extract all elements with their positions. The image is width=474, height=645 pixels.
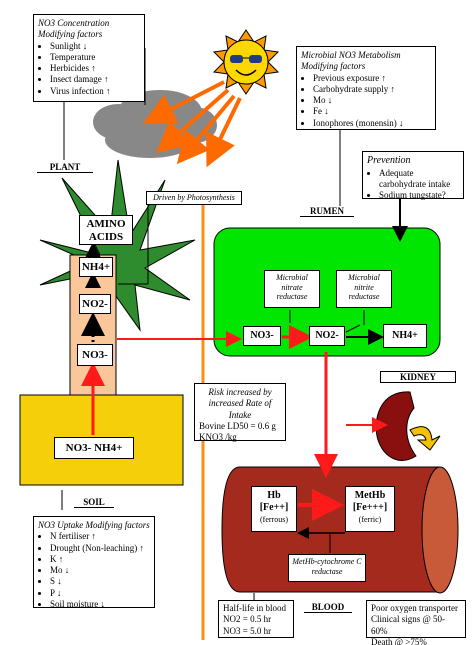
rumen-no3-box: NO3- <box>243 326 281 346</box>
methb-fe-label: [Fe+++] <box>352 502 388 513</box>
halflife-box: Half-life in blood NO2 = 0.5 hr NO3 = 5.… <box>218 600 294 638</box>
oxygen-transport-box: Poor oxygen transporter Clinical signs @… <box>366 600 466 645</box>
plant-nh4-box: NH4+ <box>79 257 113 277</box>
risk-line2: KNO3 /kg <box>199 432 237 442</box>
plant-label: PLANT <box>37 162 93 173</box>
nitrite-reductase-pointer <box>345 324 361 333</box>
halflife-line1: NO2 = 0.5 hr <box>223 614 272 625</box>
soil-factors-title: NO3 Uptake Modifying factors <box>38 520 150 530</box>
microbial-factor-item: Previous exposure ↑ <box>313 73 431 84</box>
plant-no2-box: NO2- <box>79 294 111 314</box>
soil-factors-box: NO3 Uptake Modifying factors N fertilise… <box>33 516 155 610</box>
prevention-title: Prevention <box>367 155 411 166</box>
kidney-icon <box>375 391 441 461</box>
hb-fe-label: [Fe++] <box>259 502 289 513</box>
hb-label: Hb <box>267 490 281 501</box>
soil-factor-item: S ↓ <box>50 576 150 587</box>
microbial-factor-item: Ionophores (monensin) ↓ <box>313 118 431 129</box>
soil-factor-item: Soil moisture ↓ <box>50 599 150 610</box>
microbial-factors-title: Microbial NO3 Metabolism <box>301 50 401 60</box>
oxygen-line1: Poor oxygen transporter <box>371 603 458 613</box>
oxygen-line2: Clinical signs @ 50-60% <box>371 614 446 636</box>
plant-factors-title: NO3 Concentration <box>38 18 110 28</box>
soil-factor-item: Drought (Non-leaching) ↑ <box>50 543 150 554</box>
methb-box: MetHb [Fe+++] (ferric) <box>345 486 395 532</box>
risk-line1: Bovine LD50 = 0.6 g <box>199 420 276 431</box>
soil-label: SOIL <box>74 497 114 508</box>
soil-chem-box: NO3- NH4+ <box>54 437 134 459</box>
soil-factor-item: Mo ↓ <box>50 565 150 576</box>
sun-icon <box>212 29 280 95</box>
plant-factors-box: NO3 Concentration Modifying factors Sunl… <box>33 14 145 102</box>
risk-title: Risk increased by increased Rate of Inta… <box>208 387 272 420</box>
hb-state-label: (ferrous) <box>260 515 288 524</box>
methb-label: MetHb <box>354 490 386 501</box>
plant-factor-item: Insect damage ↑ <box>50 74 140 85</box>
sunlight-arrows <box>142 80 242 168</box>
microbial-factor-item: Fe ↓ <box>313 106 431 117</box>
plant-leaves <box>39 159 196 332</box>
amino-acids-box: AMINO ACIDS <box>79 215 133 245</box>
microbial-factors-box: Microbial NO3 Metabolism Modifying facto… <box>296 46 436 130</box>
plant-factor-item: Herbicides ↑ <box>50 63 140 74</box>
hb-box: Hb [Fe++] (ferrous) <box>251 486 297 532</box>
plant-factors-subtitle: Modifying factors <box>38 29 103 40</box>
soil-factor-item: N fertiliser ↑ <box>50 531 150 542</box>
soil-factor-item: K ↑ <box>50 554 150 565</box>
risk-box: Risk increased by increased Rate of Inta… <box>194 383 286 442</box>
methb-state-label: (ferric) <box>358 515 382 524</box>
microbial-factor-item: Mo ↓ <box>313 95 431 106</box>
microbial-factor-item: Carbohydrate supply ↑ <box>313 84 431 95</box>
soil-factor-item: P ↓ <box>50 588 150 599</box>
rumen-no2-box: NO2- <box>309 326 345 346</box>
microbial-nitrate-reductase-box: Microbial nitrate reductase <box>264 270 320 308</box>
halflife-line2: NO3 = 5.0 hr <box>223 625 272 636</box>
prevention-box: Prevention Adequate carbohydrate intake … <box>362 151 464 201</box>
blood-label: BLOOD <box>304 602 352 613</box>
oxygen-line3: Death @ >75% <box>371 636 427 645</box>
methb-reductase-box: MetHb-cytochrome C reductase <box>288 554 366 582</box>
plant-no3-box: NO3- <box>77 344 113 366</box>
rumen-label: RUMEN <box>300 206 354 217</box>
kidney-label: KIDNEY <box>380 371 456 383</box>
prevention-item: Adequate carbohydrate intake <box>379 168 459 191</box>
microbial-factors-subtitle: Modifying factors <box>301 61 366 72</box>
plant-factor-item: Temperature <box>50 52 140 63</box>
rumen-nh4-box: NH4+ <box>383 324 427 348</box>
halflife-title: Half-life in blood <box>223 603 286 613</box>
plant-factor-item: Sunlight ↓ <box>50 41 140 52</box>
driven-by-photosynthesis-label: Driven by Photosynthesis <box>146 191 242 205</box>
plant-factor-item: Virus infection ↑ <box>50 86 140 97</box>
prevention-item: Sodium tungstate? <box>379 190 459 201</box>
microbial-nitrite-reductase-box: Microbial nitrite reductase <box>336 270 392 308</box>
